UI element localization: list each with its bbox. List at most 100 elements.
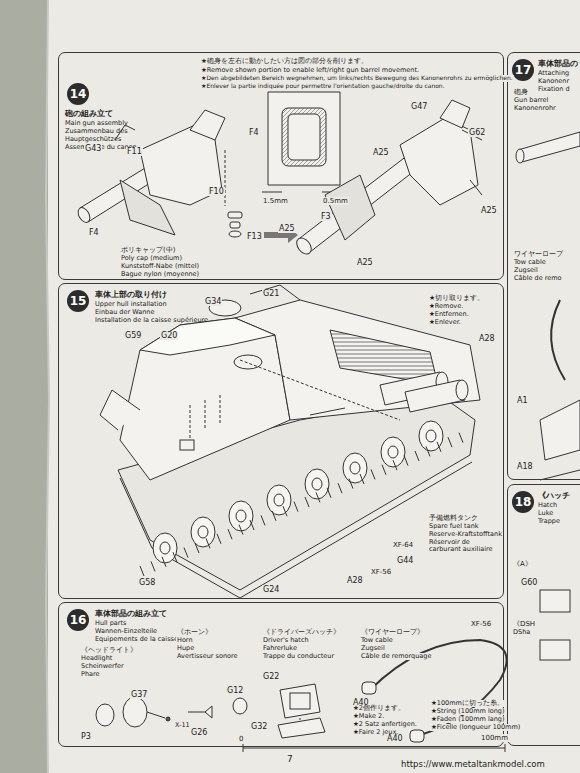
part-label: Tow cable <box>360 637 394 644</box>
part-label: 《ドライバーズハッチ》 <box>262 628 341 636</box>
part-label: Fahrerluke <box>262 645 298 652</box>
part-label: Réservoir de carburant auxiliaire <box>428 539 500 554</box>
part-label: XF-64 <box>392 541 414 549</box>
part-label: G47 <box>410 102 428 111</box>
tank-hull <box>100 285 480 598</box>
part-label: ★切り取ります。 <box>428 294 485 302</box>
part-label: ★Enlever la partie indiquée pour permett… <box>200 83 446 90</box>
part-label: F10 <box>208 187 225 196</box>
step-heading: 車体上部の取り付けUpper hull installationEinbau d… <box>95 290 215 324</box>
part-label: ポリキャップ(中) <box>120 246 176 254</box>
part-label: G59 <box>124 331 142 340</box>
part-label: XF-56 <box>370 568 392 576</box>
part-label: A28 <box>478 334 496 343</box>
step-panel: 18《ハッチHatchLukeTrappe <box>507 484 580 746</box>
part-label: 予備燃料タンク <box>428 514 479 522</box>
part-label: G62 <box>468 128 486 137</box>
part-label: ★Faden (100mm lang) <box>430 716 506 723</box>
part-label: A25 <box>356 258 374 267</box>
hull-parts <box>96 640 507 752</box>
part-label: A1 <box>516 396 529 405</box>
part-label: ワイヤーロープ <box>513 250 564 258</box>
step-number: 15 <box>67 290 89 312</box>
step-number: 16 <box>67 609 89 631</box>
step-number: 14 <box>67 83 89 105</box>
part-label: 7 <box>286 754 294 764</box>
part-label: X-11 <box>174 722 191 729</box>
part-label: G24 <box>262 585 280 594</box>
part-label: ★String (100mm long) <box>430 708 506 715</box>
part-label: ★Remove shown portion to enable left/rig… <box>200 67 420 74</box>
part-label: ★砲身を左右に動かしたい方は図の部分を削ります。 <box>200 58 369 65</box>
part-label: Tow cable <box>513 259 547 266</box>
step-number: 18 <box>512 491 534 513</box>
part-label: ★100mmに切った糸。 <box>430 700 505 707</box>
heading-line: Luke <box>538 509 580 517</box>
heading-line: Installation de la caisse supérieure <box>95 316 215 324</box>
part-label: https://www.metaltankmodel.com <box>400 760 546 770</box>
part-label: Kunststoff-Nabe (mittel) <box>120 263 200 270</box>
part-label: G26 <box>190 728 208 737</box>
part-label: F3 <box>320 212 332 221</box>
gun-assembly-right <box>294 100 482 257</box>
part-label: G37 <box>130 690 148 699</box>
part-label: ★Entfernen. <box>428 311 470 318</box>
part-label: Spare fuel tank <box>428 523 480 530</box>
part-label: 《ワイヤーロープ》 <box>360 628 425 636</box>
heading-line: Hull parts <box>95 619 245 627</box>
part-label: ★Den abgebildeten Bereich wegnehmen, um … <box>200 75 514 82</box>
heading-line: 《ハッチ <box>538 491 580 501</box>
part-label: A28 <box>346 576 364 585</box>
part-label: G20 <box>160 331 178 340</box>
part-label: G43 <box>84 144 102 153</box>
part-label: Câble de remo <box>513 275 563 282</box>
part-label: Kanonenrohr <box>513 105 557 112</box>
part-label: F11 <box>126 147 143 156</box>
part-label: G21 <box>262 289 280 298</box>
heading-line: Equipements de la caisse <box>95 635 245 643</box>
next-steps <box>516 132 580 660</box>
part-label: 0.5mm <box>322 197 349 205</box>
part-label: 《DSH <box>512 620 536 628</box>
heading-line: Einbau der Wanne <box>95 308 215 316</box>
step-number: 17 <box>512 59 534 81</box>
part-label: Zugseil <box>513 267 539 274</box>
heading-line: Fixation d <box>538 85 580 93</box>
part-label: 《A》 <box>512 560 533 568</box>
part-label: A18 <box>516 462 534 471</box>
heading-line: Kanonenr <box>538 77 580 85</box>
heading-line: 車体部品の <box>538 59 580 69</box>
part-label: Poly cap (medium) <box>120 255 183 262</box>
part-label: DSha <box>512 629 531 636</box>
part-label: ★2 Satz anfertigen. <box>352 721 418 728</box>
part-label: Phare <box>80 671 101 678</box>
part-label: 《ヘッドライト》 <box>80 646 138 654</box>
step-heading: 《ハッチHatchLukeTrappe <box>538 491 580 525</box>
heading-line: Zusammenbau des Hauptgeschützes <box>65 127 137 143</box>
heading-line: Attaching <box>538 69 580 77</box>
step-heading: 車体部品の組み立てHull partsWannen-EinzelteileEqu… <box>95 609 245 643</box>
heading-line: 砲の組み立て <box>65 109 137 119</box>
road-wheels <box>140 421 463 576</box>
heading-line: 車体部品の組み立て <box>95 609 245 619</box>
part-label: G34 <box>204 297 222 306</box>
part-label: 0 <box>238 735 244 743</box>
part-label: ★2個作ります。 <box>352 705 406 712</box>
part-label: F4 <box>248 128 260 137</box>
part-label: A25 <box>480 206 498 215</box>
part-label: F4 <box>88 228 100 237</box>
part-label: XF-56 <box>470 620 492 628</box>
part-label: A40 <box>386 734 404 743</box>
part-label: Hupe <box>176 645 195 652</box>
part-label: P3 <box>80 732 92 741</box>
heading-line: 車体上部の取り付け <box>95 290 215 300</box>
part-label: 100mm <box>480 734 509 742</box>
part-label: Avertisseur sonore <box>176 653 239 660</box>
part-label: Scheinwerfer <box>80 663 125 670</box>
part-label: 砲身 <box>513 88 529 96</box>
part-label: Headlight <box>80 655 113 662</box>
part-label: A25 <box>372 148 390 157</box>
part-label: Reserve-Kraftstofftank <box>428 531 503 538</box>
heading-line: Upper hull installation <box>95 300 215 308</box>
table-surface <box>0 0 48 773</box>
